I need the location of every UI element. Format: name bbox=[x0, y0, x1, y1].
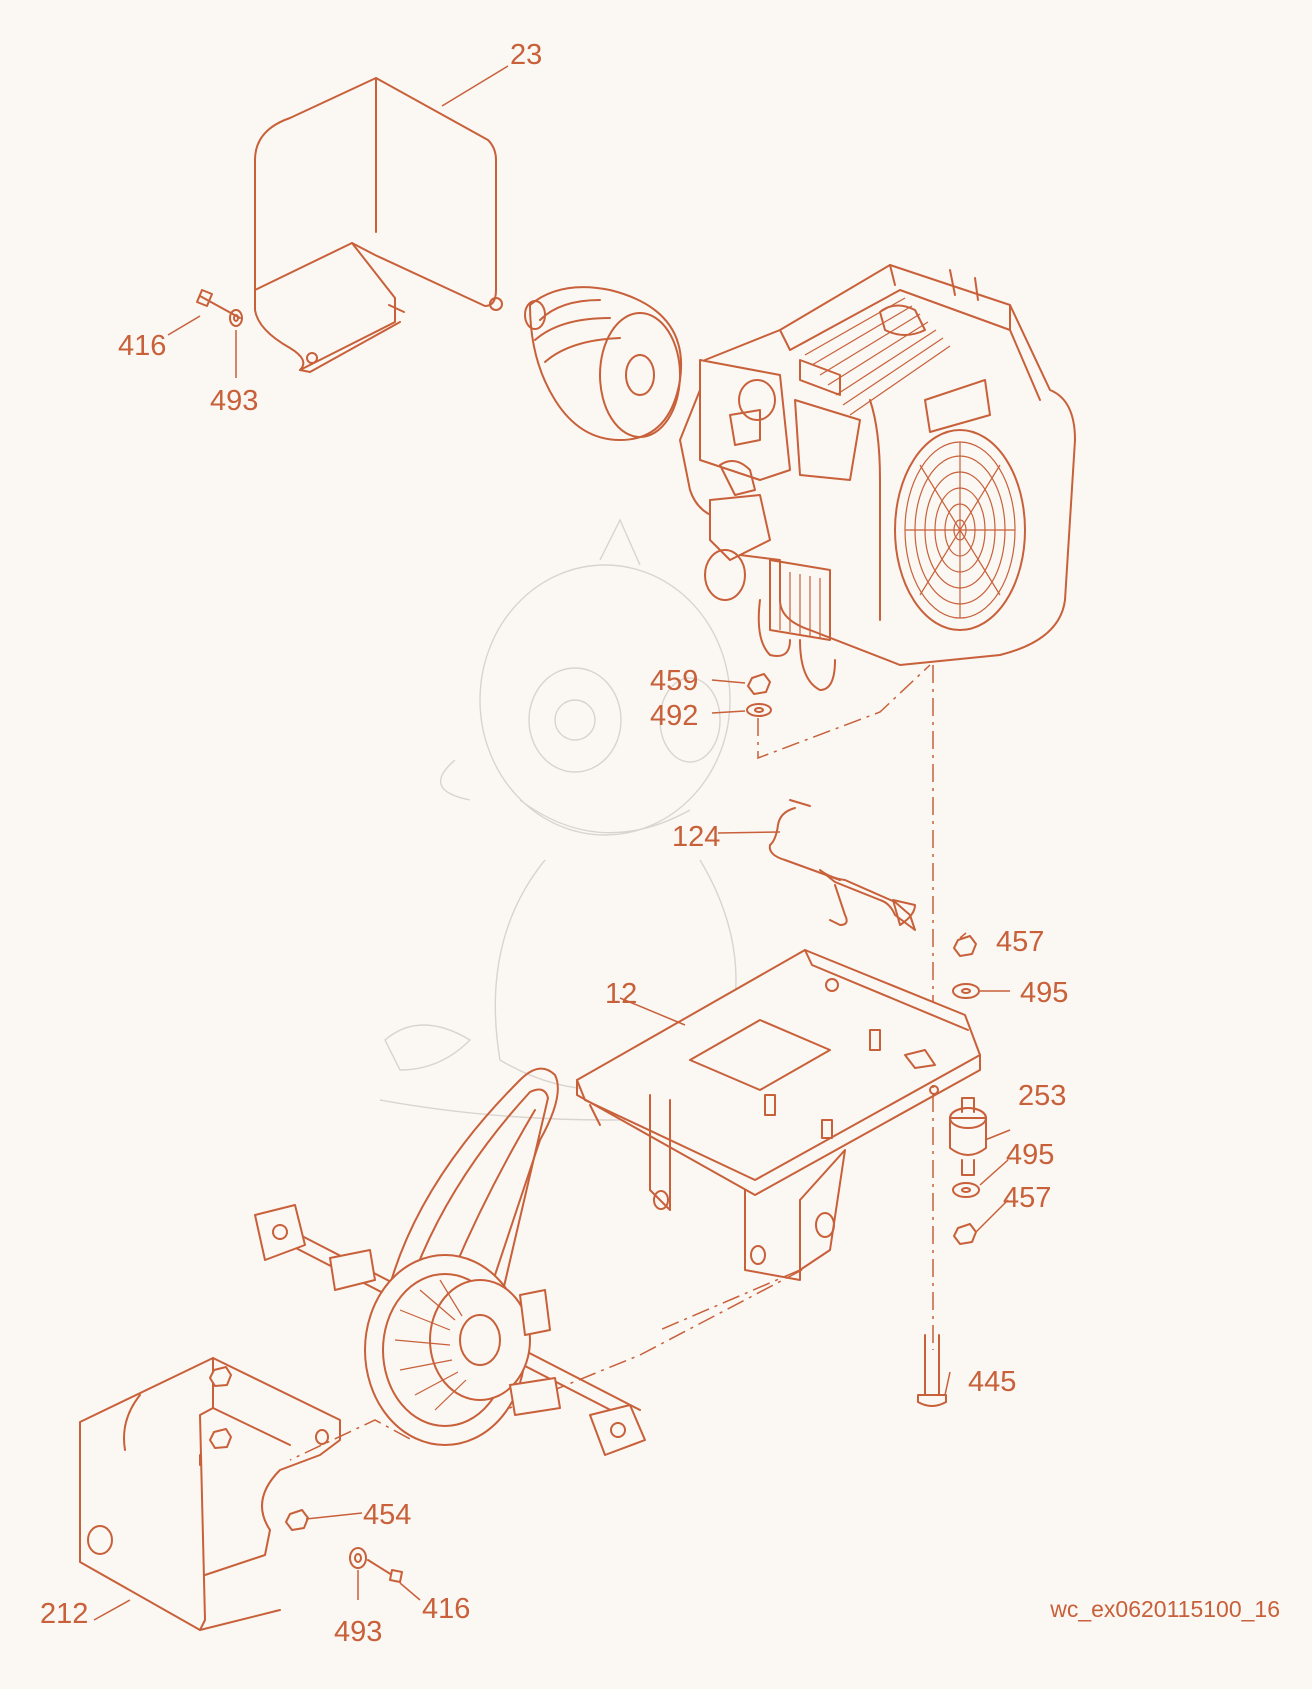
plate-studs bbox=[764, 978, 939, 1139]
callout-493-upper: 493 bbox=[210, 385, 258, 417]
callout-124: 124 bbox=[672, 821, 720, 853]
washer-495-upper bbox=[952, 983, 980, 999]
engine bbox=[679, 264, 1076, 691]
engine-fins bbox=[799, 289, 951, 416]
engine-base-plate-12 bbox=[576, 949, 981, 1281]
nut-457-lower bbox=[953, 1223, 977, 1245]
bolt-416-lower bbox=[367, 1559, 403, 1583]
callout-457-upper: 457 bbox=[996, 926, 1044, 958]
control-rod-124 bbox=[768, 799, 916, 931]
driven-clutch bbox=[364, 1254, 531, 1446]
drive-clutch bbox=[524, 286, 683, 441]
callout-493-lower: 493 bbox=[334, 1616, 382, 1648]
cooling-screen bbox=[904, 441, 1016, 619]
bolt-445 bbox=[917, 1334, 947, 1407]
leader-lines bbox=[93, 65, 1011, 1621]
callout-454: 454 bbox=[363, 1499, 411, 1531]
callout-12: 12 bbox=[605, 978, 637, 1010]
callout-459: 459 bbox=[650, 665, 698, 697]
callout-253: 253 bbox=[1018, 1080, 1066, 1112]
belt-guard-lower bbox=[79, 1357, 341, 1631]
callouts: 23 416 493 459 492 124 457 495 12 253 49… bbox=[40, 39, 1068, 1648]
callout-23: 23 bbox=[510, 39, 542, 71]
washer-493-lower bbox=[349, 1547, 367, 1569]
drawing-reference-code: wc_ex0620115100_16 bbox=[1050, 1596, 1280, 1622]
belt-guard-upper bbox=[254, 77, 503, 373]
callout-495-lower: 495 bbox=[1006, 1139, 1054, 1171]
flange-bearing-right bbox=[589, 1404, 646, 1456]
callout-212: 212 bbox=[40, 1598, 88, 1630]
callout-416-upper: 416 bbox=[118, 330, 166, 362]
bolt-416-upper bbox=[196, 289, 243, 327]
washer-495-lower bbox=[952, 1182, 980, 1198]
nut-459 bbox=[747, 673, 771, 695]
callout-492: 492 bbox=[650, 700, 698, 732]
callout-445: 445 bbox=[968, 1366, 1016, 1398]
isolator-253 bbox=[949, 1097, 987, 1176]
nut-457-upper bbox=[953, 935, 977, 957]
callout-416-lower: 416 bbox=[422, 1593, 470, 1625]
washer-492 bbox=[746, 703, 772, 717]
callout-495-upper: 495 bbox=[1020, 977, 1068, 1009]
jackshaft-assembly bbox=[254, 1204, 646, 1456]
nut-454 bbox=[285, 1509, 309, 1531]
callout-457-lower: 457 bbox=[1003, 1182, 1051, 1214]
flange-bearing-left bbox=[254, 1204, 306, 1261]
